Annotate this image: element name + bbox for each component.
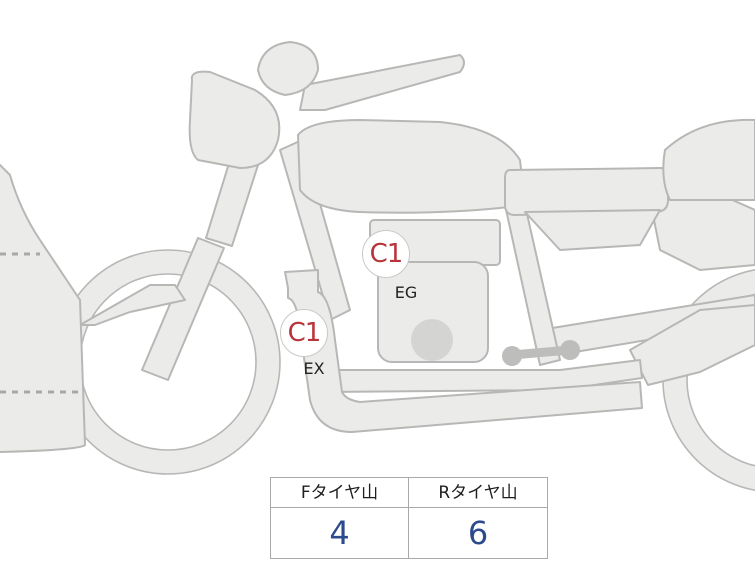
exhaust-label: EX xyxy=(303,359,325,378)
front-tire-header: Fタイヤ山 xyxy=(271,478,409,508)
engine xyxy=(369,219,501,363)
seat xyxy=(504,167,669,216)
front-fork xyxy=(141,237,225,381)
front-tire-value: 4 xyxy=(271,508,409,558)
handlebar xyxy=(299,54,465,111)
tire-tread-table: Fタイヤ山 Rタイヤ山 4 6 xyxy=(270,477,548,559)
fuel-tank xyxy=(297,119,526,214)
seat-rear xyxy=(662,118,755,201)
mirror xyxy=(257,41,319,96)
foot-peg xyxy=(502,340,580,366)
engine-condition-badge: C1 xyxy=(362,230,410,278)
frame-down-tube xyxy=(279,139,351,321)
side-cover xyxy=(524,209,661,251)
rear-tire-value: 6 xyxy=(467,514,489,552)
side-bag xyxy=(0,163,86,453)
rear-tire-header: Rタイヤ山 xyxy=(409,478,547,508)
fork-tube xyxy=(205,159,259,247)
exhaust-condition-badge: C1 xyxy=(280,309,328,357)
front-fender xyxy=(79,284,186,326)
engine-label: EG xyxy=(394,283,418,302)
headlight xyxy=(188,70,281,169)
rear-shock xyxy=(629,304,755,386)
